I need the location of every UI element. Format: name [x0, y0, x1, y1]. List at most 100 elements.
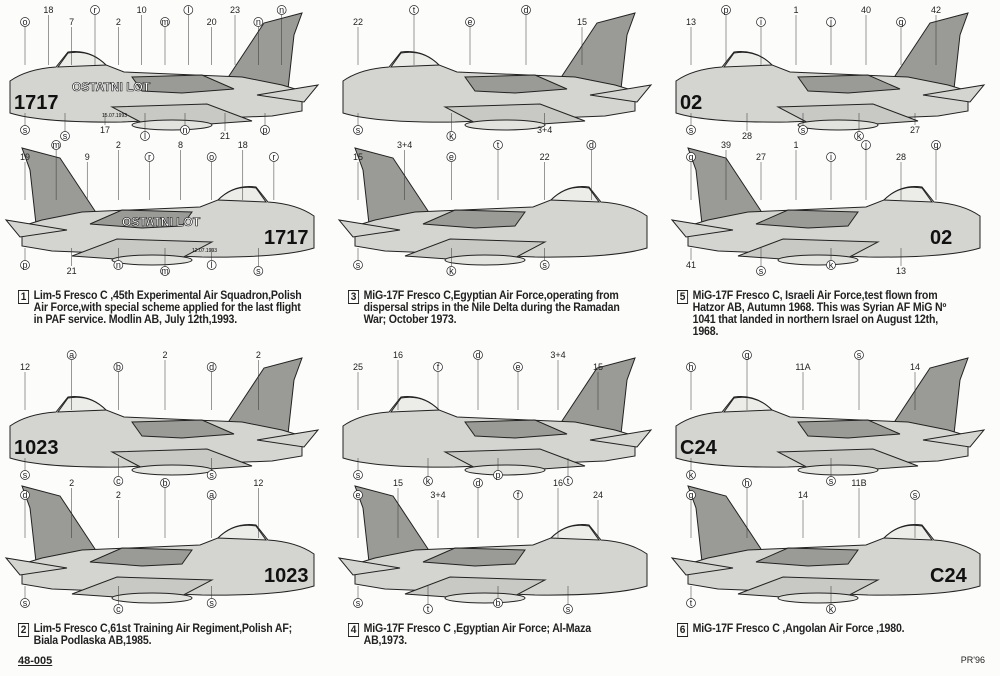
decal-callout: 2: [256, 350, 261, 360]
decal-callout: 27: [756, 152, 766, 162]
aircraft-code: 1717: [264, 227, 309, 249]
canopy: [56, 396, 108, 413]
decal-callout: 2: [69, 478, 74, 488]
aircraft-profile: [337, 147, 648, 266]
drop-tank: [464, 464, 546, 476]
decal-callout: 18: [43, 5, 53, 15]
decal-callout: 7: [69, 17, 74, 27]
decal-callout: 2: [116, 490, 121, 500]
caption-text: Lim-5 Fresco C,61st Training Air Regimen…: [33, 623, 293, 647]
camouflage-patch: [464, 74, 568, 94]
decal-callout: 1: [793, 140, 798, 150]
caption-text: MiG-17F Fresco C ,Angolan Air Force ,198…: [692, 623, 905, 635]
callout-circle: [113, 362, 124, 372]
caption-text: MiG-17F Fresco C, Israeli Air Force,test…: [692, 290, 947, 338]
tailplane: [337, 557, 401, 576]
callout-circle: [140, 131, 150, 141]
decal-callout: 9: [85, 152, 90, 162]
decal-callout: a: [209, 490, 214, 500]
decal-callout: r: [94, 5, 97, 15]
decal-callout: 15: [593, 362, 603, 372]
decal-callout: s: [857, 350, 862, 360]
tailplane: [256, 84, 320, 103]
decal-callout: s: [759, 266, 764, 276]
canopy: [389, 396, 441, 413]
caption-text: MiG-17F Fresco C ,Egyptian Air Force; Al…: [363, 623, 591, 647]
decal-callout: p: [723, 5, 728, 15]
decal-callout: 16: [553, 478, 563, 488]
callout-circle: [66, 350, 77, 360]
aircraft-profile: [9, 12, 320, 131]
drop-tank: [131, 119, 213, 131]
tailplane: [337, 219, 401, 238]
decal-callout: j: [864, 140, 867, 150]
callout-circle: [910, 490, 920, 500]
decal-callout: e: [467, 17, 472, 27]
decal-callout: s: [23, 125, 28, 135]
camouflage-patch: [464, 419, 568, 439]
aircraft-code: 1717: [14, 92, 59, 114]
decal-callout: f: [437, 362, 440, 372]
canopy: [722, 51, 774, 68]
callout-circle: [686, 125, 696, 135]
decal-callout: q: [898, 17, 903, 27]
decal-callout: k: [689, 470, 694, 480]
callout-circle: [353, 470, 363, 480]
callout-circle: [253, 266, 264, 276]
decal-callout: s: [356, 598, 361, 608]
decal-callout: m: [52, 140, 60, 150]
callout-circle: [183, 5, 194, 15]
decal-callout: s: [689, 125, 694, 135]
decal-callout: f: [517, 490, 520, 500]
decal-callout: 24: [593, 490, 603, 500]
callout-circle: [20, 17, 30, 27]
decal-callout: k: [449, 266, 454, 276]
decal-callout: a: [69, 350, 74, 360]
decal-callout: l: [187, 5, 189, 15]
decal-callout: 2: [116, 17, 121, 27]
callout-circle: [493, 470, 503, 480]
camouflage-patch: [89, 547, 193, 567]
decal-callout: b: [116, 362, 121, 372]
decal-callout: d: [523, 5, 528, 15]
decal-callout: 20: [207, 17, 217, 27]
decal-callout: n: [279, 5, 284, 15]
drop-tank: [131, 464, 213, 476]
decal-callout: e: [515, 362, 520, 372]
aircraft-profile: [4, 147, 315, 266]
decal-callout: s: [356, 470, 361, 480]
decal-callout: s: [913, 490, 918, 500]
decal-callout: 22: [540, 152, 550, 162]
callout-circle: [854, 131, 864, 141]
drop-tank: [464, 119, 546, 131]
aircraft-code: C24: [930, 565, 968, 587]
callout-circle: [826, 152, 836, 162]
decal-callout: g: [744, 350, 749, 360]
decal-callout: c: [116, 604, 121, 614]
date-marking: 12.07.1993: [192, 248, 217, 254]
decal-callout: k: [449, 131, 454, 141]
decal-callout: k: [857, 131, 862, 141]
callout-circle: [206, 470, 217, 480]
callout-circle: [20, 470, 30, 480]
callout-circle: [160, 266, 170, 276]
callout-circle: [60, 131, 70, 141]
callout-circle: [433, 362, 443, 372]
aircraft-profile: [342, 357, 653, 476]
aircraft-profile: [675, 12, 986, 131]
profile-number-badge: 4: [348, 623, 360, 637]
callout-circle: [446, 131, 457, 141]
decal-callout: 12: [20, 362, 30, 372]
tailplane: [670, 219, 734, 238]
